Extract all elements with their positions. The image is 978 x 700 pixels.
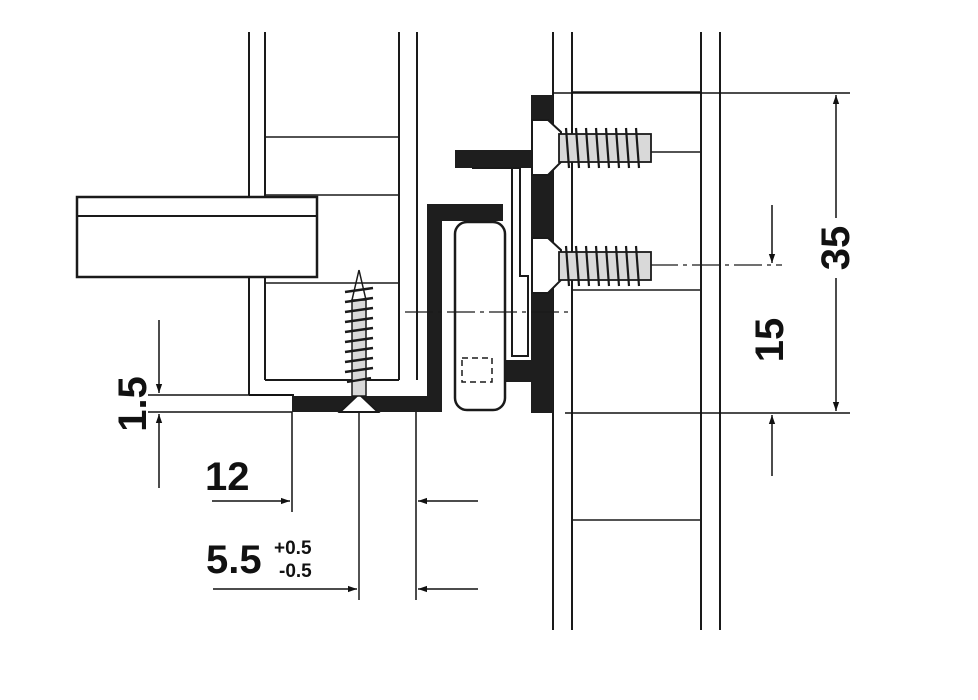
drawer-screw bbox=[337, 269, 381, 600]
dimension-15-label: 15 bbox=[748, 318, 792, 363]
dimension-35-label: 35 bbox=[814, 226, 858, 271]
dimension-35 bbox=[553, 92, 850, 411]
centre-lines bbox=[405, 264, 782, 313]
drawer-bottom-panel bbox=[75, 195, 319, 279]
cabinet-screw-lower bbox=[531, 237, 652, 294]
dimension-12 bbox=[212, 412, 293, 512]
dimension-5-5-tolerance-minus: -0.5 bbox=[279, 561, 312, 582]
cabinet-side-panel bbox=[552, 32, 721, 630]
dimension-5-5 bbox=[213, 412, 478, 600]
dimension-1-5 bbox=[148, 320, 292, 488]
cabinet-screw-upper bbox=[531, 119, 701, 176]
dimension-1-5-label: 1.5 bbox=[111, 376, 155, 432]
dimension-12-label: 12 bbox=[205, 455, 250, 499]
dimension-15 bbox=[565, 205, 850, 476]
dimension-5-5-label: 5.5 bbox=[206, 538, 262, 582]
dimension-5-5-tolerance-plus: +0.5 bbox=[274, 538, 312, 559]
runner-profile bbox=[292, 95, 553, 413]
